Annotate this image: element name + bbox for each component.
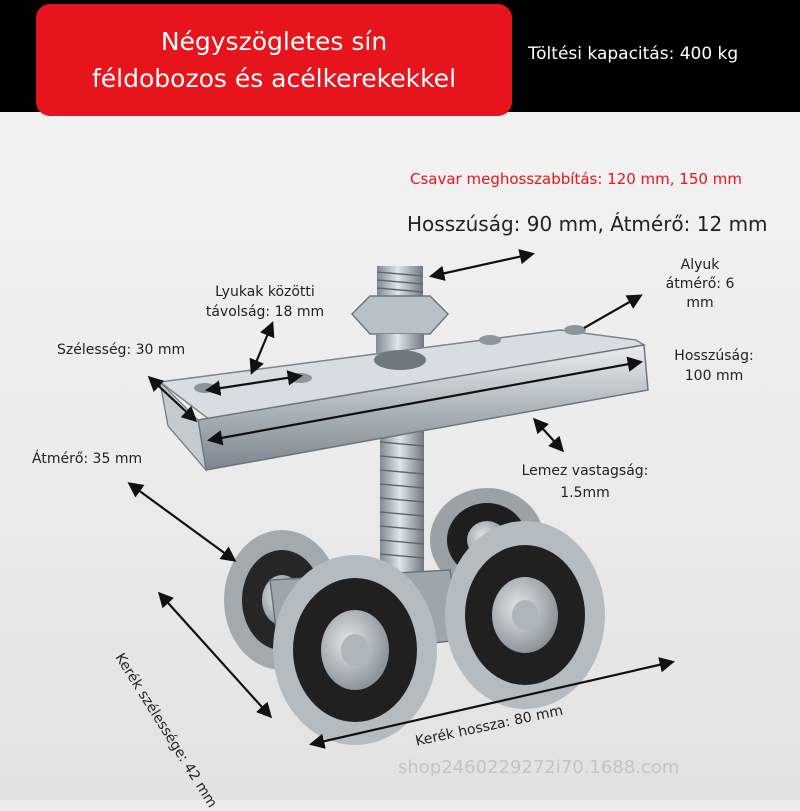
bolt <box>350 266 450 580</box>
width-label: Szélesség: 30 mm <box>57 342 186 358</box>
arrow-hole-diameter <box>583 294 643 329</box>
arrow-thickness <box>532 417 565 453</box>
arrow-hole-spacing <box>249 321 275 375</box>
watermark: shop2460229272i70.1688.com <box>398 757 680 778</box>
thickness-label: Lemez vastagság: 1.5mm <box>521 463 649 501</box>
arrow-wheel-length <box>308 657 676 749</box>
front-wheel-right <box>445 521 605 709</box>
dimension-arrows <box>127 249 676 749</box>
title-line-1: Négyszögletes sín <box>160 27 388 56</box>
load-capacity-label: Töltési kapacitás: 400 kg <box>528 44 739 64</box>
arrow-wheel-width <box>157 591 273 719</box>
arrow-bolt-length <box>428 249 536 281</box>
bolt-length-diameter-label: Hosszúság: 90 mm, Átmérő: 12 mm <box>407 212 768 236</box>
length-label: Hosszúság: 100 mm <box>674 348 754 384</box>
bolt-extension-label: Csavar meghosszabbítás: 120 mm, 150 mm <box>410 170 742 188</box>
front-wheel-left <box>273 555 437 745</box>
title-line-2: féldobozos és acélkerekekkel <box>91 64 457 93</box>
arrow-length-100 <box>206 356 644 446</box>
arrow-diameter <box>127 482 237 562</box>
diameter-label: Átmérő: 35 mm <box>32 451 143 467</box>
hole-spacing-label: Lyukak közötti távolság: 18 mm <box>205 284 325 320</box>
hole-diameter-label: Alyuk átmérő: 6 mm <box>665 257 735 311</box>
arrow-width <box>147 375 198 423</box>
title-banner: Négyszögletes sín féldobozos és acélkere… <box>36 4 512 116</box>
